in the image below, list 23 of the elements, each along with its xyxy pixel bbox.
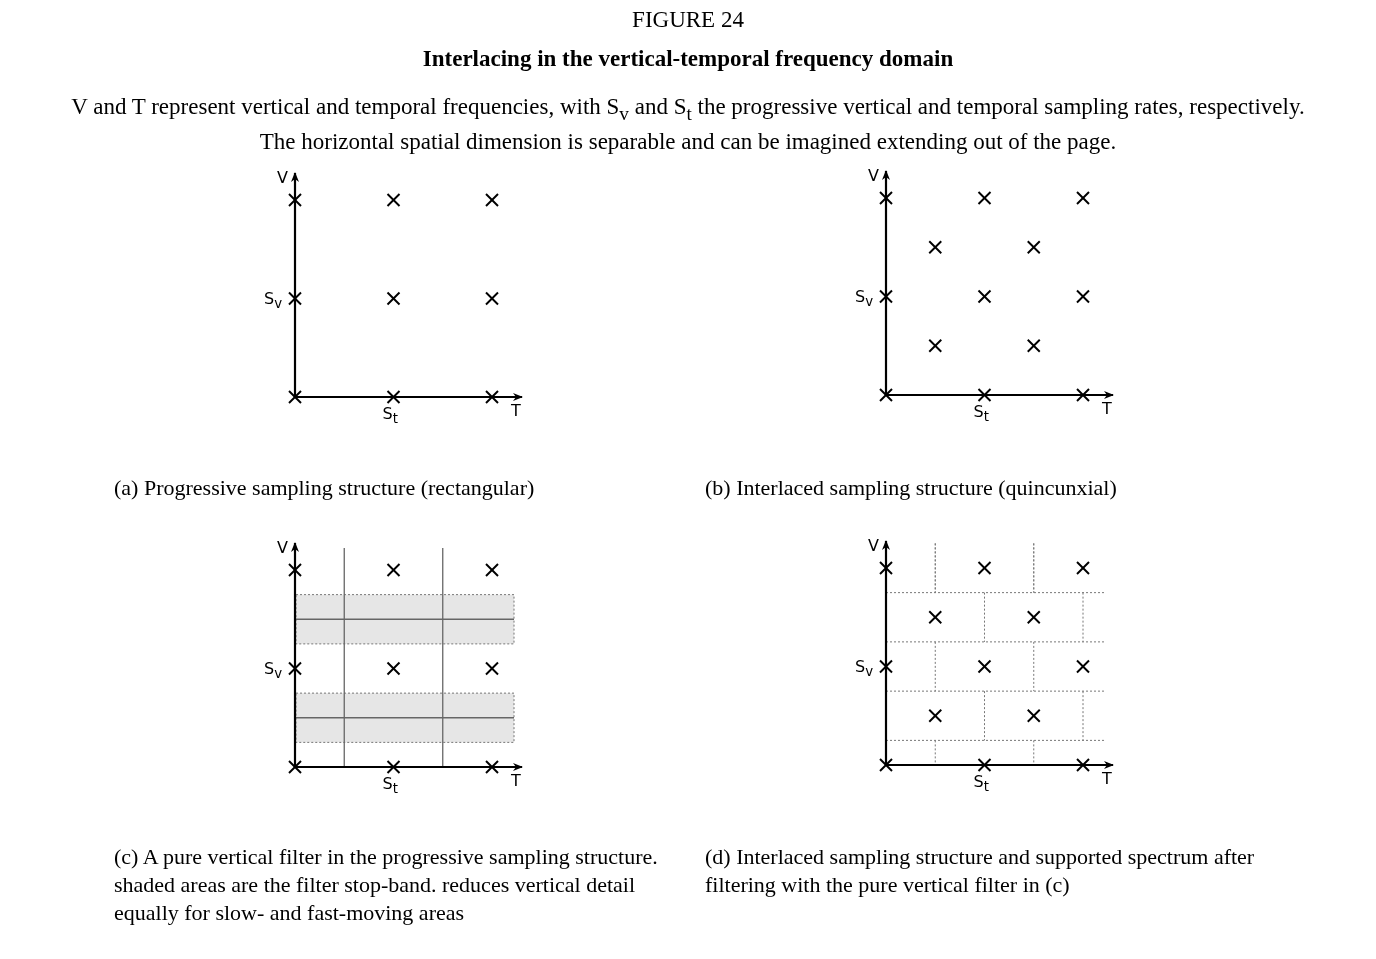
axis-label: S$_{v}$: [264, 660, 283, 682]
panel-caption: (b) Interlaced sampling structure (quincunxial): [705, 474, 1118, 502]
axis-label: T: [1102, 401, 1112, 417]
panel-caption: (c) A pure vertical filter in the progressive sampling structure. shaded areas are the filter stop-band. reduces vertical detail equally for slow- and fast-moving areas: [114, 843, 659, 927]
axis-label: S$_{v}$: [855, 658, 874, 680]
figure-number: FIGURE 24: [631, 7, 745, 33]
panel-caption: (d) Interlaced sampling structure and supported spectrum after filtering with the pure vertical filter in (c): [705, 843, 1256, 899]
axis-label: V: [868, 538, 879, 554]
figure-description: V and T represent vertical and temporal frequencies, with S$_{v}$ and S$_{t}$ the progressive vertical and temporal sampling rates, respectively. The horizontal spatial dimension is separable and can be imagined extending out of the page.: [70, 93, 1306, 156]
axis-label: S$_{t}$: [973, 404, 989, 426]
axis-label: V: [277, 170, 288, 186]
axis-label: T: [511, 773, 521, 789]
panel-caption: (a) Progressive sampling structure (rectangular): [114, 474, 536, 502]
axis-label: S$_{v}$: [855, 288, 874, 310]
axis-label: S$_{v}$: [264, 290, 283, 312]
axis-label: V: [277, 540, 288, 556]
figure-title: Interlacing in the vertical-temporal frequency domain: [421, 46, 955, 72]
axis-label: S$_{t}$: [973, 774, 989, 796]
axis-label: T: [511, 403, 521, 419]
axis-label: S$_{t}$: [382, 776, 398, 798]
axis-label: V: [868, 168, 879, 184]
axis-label: S$_{t}$: [382, 406, 398, 428]
axis-label: T: [1102, 771, 1112, 787]
